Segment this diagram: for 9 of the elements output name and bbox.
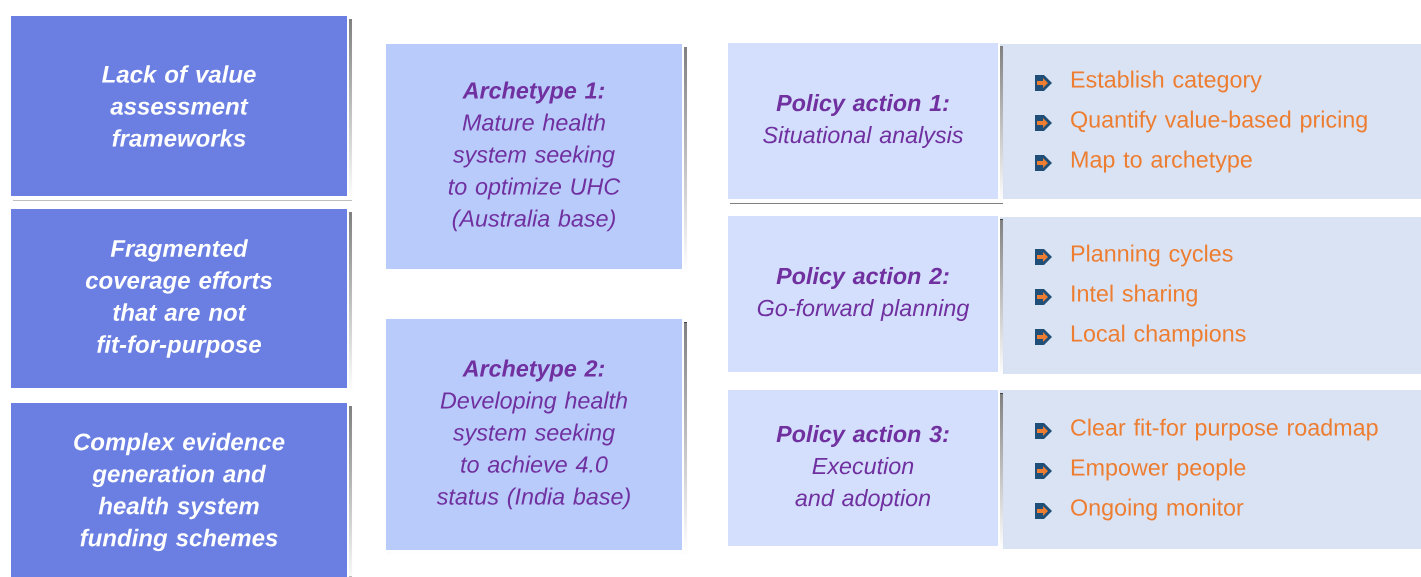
problem-box: Lack of value assessment frameworks: [9, 14, 352, 201]
problem-box: Fragmented coverage efforts that are not fit-for-purpose: [9, 207, 352, 393]
policy-action-box: Policy action 2: Go-forward planning: [726, 214, 1003, 377]
policy-action-box: Policy action 3: Execution and adoption: [726, 388, 1003, 551]
action-list-band: Clear fit-for purpose roadmap Empower people Ongoing monitor: [960, 390, 1421, 549]
problem-box: Complex evidence generation and health system funding schemes: [9, 401, 352, 577]
policy-action-box: Policy action 1: Situational analysis: [726, 41, 1003, 204]
archetype-box: Archetype 1: Mature health system seeking to optimize UHC (Australia base): [384, 42, 687, 274]
archetype-box: Archetype 2: Developing health system seeking to achieve 4.0 status (India base): [384, 317, 687, 555]
